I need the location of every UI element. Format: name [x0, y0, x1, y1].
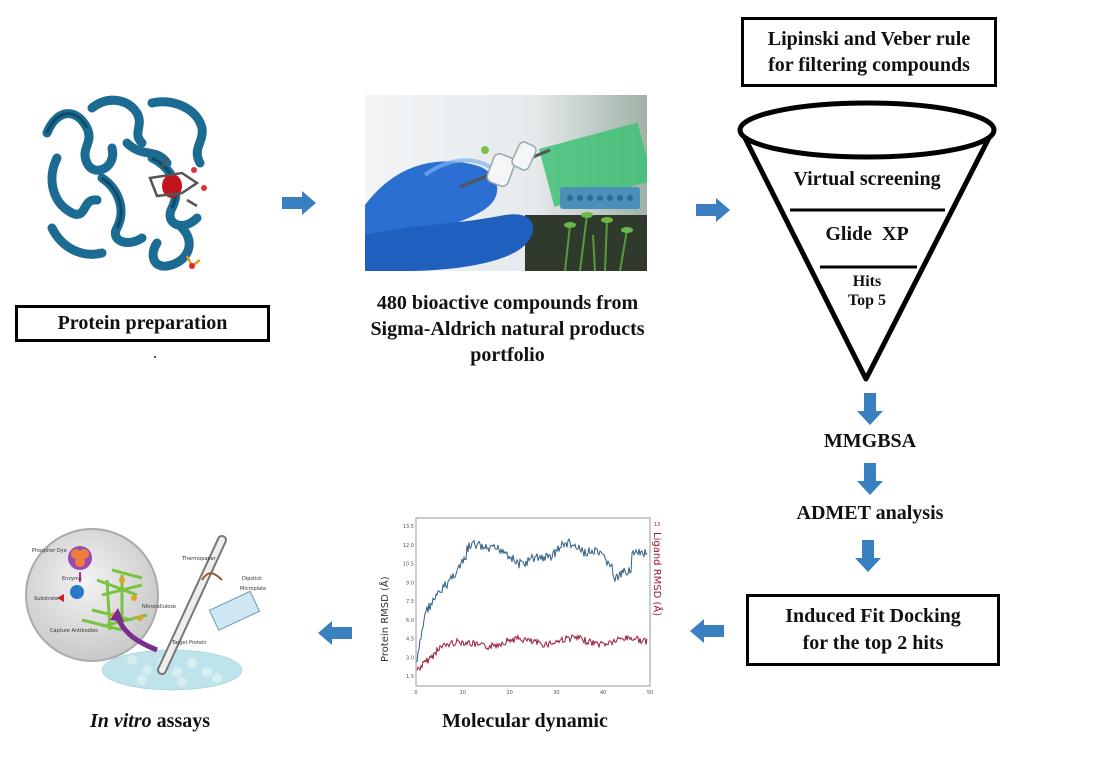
left-tick-label: 1.5	[406, 674, 414, 680]
left-tick-label: 6.0	[406, 618, 414, 624]
arrow-left-icon	[318, 621, 352, 645]
md-rmsd-plot: Protein RMSD (Å) Ligand RMSD (Å) 13.5 12.…	[378, 517, 664, 696]
left-tick-label: 3.0	[406, 655, 414, 661]
left-tick-label: 4.5	[406, 637, 414, 643]
compounds-label: 480 bioactive compounds from Sigma-Aldri…	[370, 292, 645, 366]
in-vitro-label: In vitro assays	[89, 710, 211, 732]
left-tick-label: 12.0	[403, 543, 414, 549]
assay-label: Microplate	[240, 586, 266, 592]
left-tick-label: 9.0	[406, 580, 414, 586]
left-tick-label: 7.5	[406, 599, 414, 605]
mmgbsa-label: MMGBSA	[823, 430, 917, 452]
arrow-down-icon	[855, 540, 881, 572]
assay-label: Target Protein	[171, 640, 207, 646]
assay-label: Phosphor Dye	[32, 548, 67, 554]
protein-preparation-box: Protein preparation	[15, 305, 270, 342]
right-axis-label: Ligand RMSD (Å)	[651, 532, 664, 616]
ligand-rmsd-series	[416, 633, 648, 672]
x-tick-label: 0	[414, 690, 417, 696]
assay-label: Dipstick	[242, 576, 262, 582]
lab-compounds-photo	[365, 95, 647, 271]
funnel-level-glide-xp: Glide XP	[825, 223, 909, 245]
x-tick-label: 40	[600, 690, 606, 696]
x-tick-label: 30	[553, 690, 559, 696]
assay-label: Nitrocellulose	[142, 604, 176, 610]
right-tick: 13	[654, 522, 660, 528]
arrow-down-icon	[857, 463, 883, 495]
x-tick-label: 10	[460, 690, 466, 696]
left-tick-label: 13.5	[403, 524, 414, 530]
x-tick-label: 20	[506, 690, 512, 696]
arrow-right-icon	[696, 198, 730, 222]
funnel-level-virtual-screening: Virtual screening	[793, 168, 941, 190]
protein-rmsd-series	[416, 537, 648, 662]
in-vitro-assay-illustration: Phosphor Dye Enzyme Substrate Capture An…	[25, 528, 266, 691]
screening-funnel	[737, 100, 997, 382]
protein-structure-image	[42, 95, 207, 271]
protein-preparation-label: Protein preparation	[57, 312, 228, 334]
funnel-level-hits: Hits Top 5	[847, 273, 887, 309]
left-axis-label: Protein RMSD (Å)	[378, 576, 391, 662]
arrow-down-icon	[857, 393, 883, 425]
x-tick-label: 50	[647, 690, 653, 696]
md-label: Molecular dynamic	[442, 710, 608, 732]
induced-fit-docking-box: Induced Fit Docking for the top 2 hits	[746, 594, 1000, 666]
assay-label: Capture Antibodies	[50, 628, 98, 634]
assay-label: Substrate	[34, 596, 58, 602]
left-tick-label: 10.5	[403, 562, 414, 568]
arrow-left-icon	[690, 619, 724, 643]
assay-label: Enzyme	[62, 576, 82, 582]
assay-label: Thermopaper	[181, 556, 217, 562]
dot-mark	[154, 356, 156, 358]
arrow-right-icon	[282, 191, 316, 215]
filter-rule-box: Lipinski and Veber rule for filtering co…	[741, 17, 997, 87]
admet-label: ADMET analysis	[796, 502, 944, 524]
